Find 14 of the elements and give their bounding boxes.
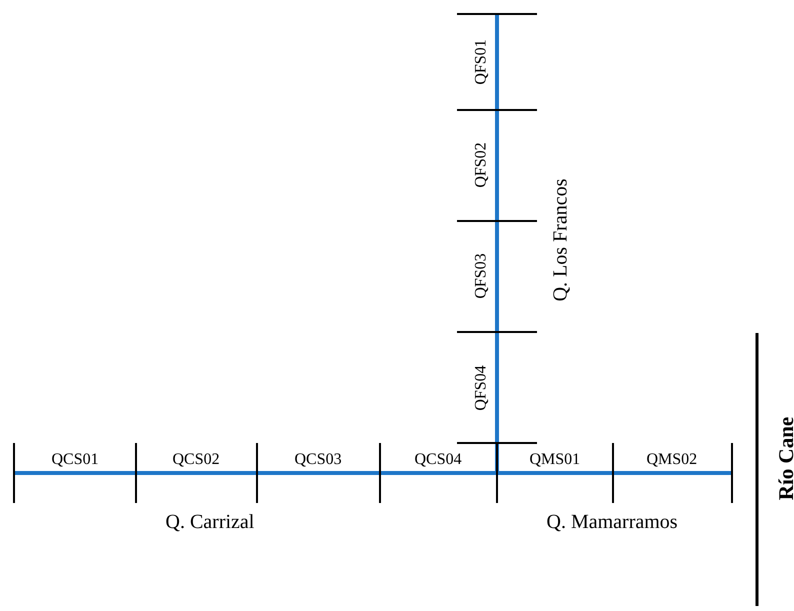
stream-name: Q. Mamarramos <box>546 512 678 532</box>
stream-name: Q. Los Francos <box>550 178 570 302</box>
segment-label: QCS03 <box>294 452 342 468</box>
segment-label: QFS01 <box>473 39 490 85</box>
stream-name: Q. Carrizal <box>166 512 254 532</box>
segment-label: QFS03 <box>473 253 490 299</box>
segment-label: QMS01 <box>530 452 580 468</box>
segment-label: QCS01 <box>52 452 99 468</box>
segment-label: QCS04 <box>414 452 462 468</box>
segment-label: QFS02 <box>473 142 490 188</box>
segment-label: QMS02 <box>646 452 698 468</box>
river-name: Río Cane <box>776 416 794 500</box>
segment-label: QCS02 <box>172 452 220 468</box>
segment-label: QFS04 <box>473 365 490 411</box>
